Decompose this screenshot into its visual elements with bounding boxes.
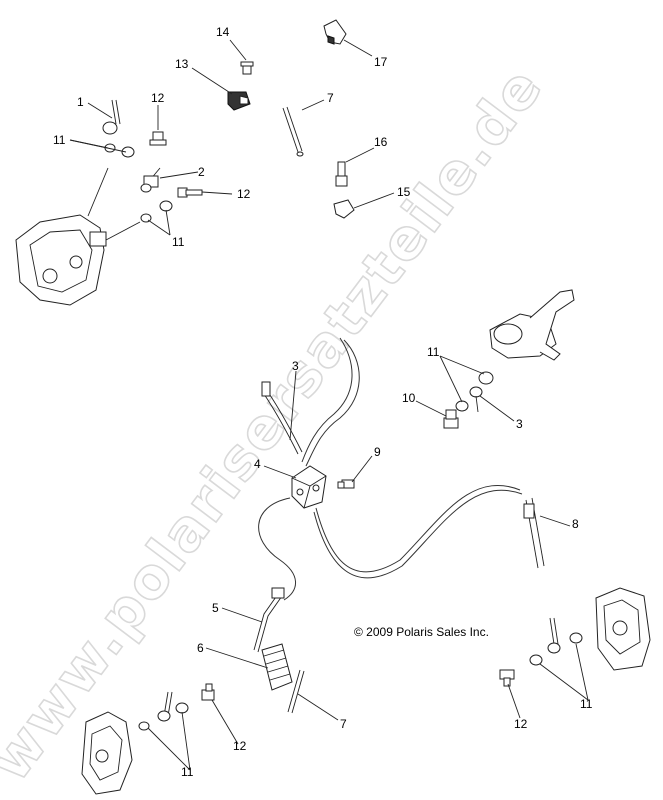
- fitting-5: [253, 587, 285, 653]
- bolt-12-a: [149, 131, 167, 146]
- distribution-block-4: [291, 465, 327, 509]
- bolt-10: [443, 409, 459, 429]
- brake-hose-upper: [305, 339, 360, 467]
- pin-7-top: [282, 106, 304, 157]
- banjo-fitting-2: [140, 167, 161, 193]
- brake-line-5: [258, 497, 296, 601]
- rear-left-caliper: [81, 711, 133, 795]
- washer-11-h: [175, 702, 189, 714]
- callout-3: 3: [292, 359, 299, 373]
- clip-15: [333, 199, 355, 219]
- callout-1: 1: [77, 95, 84, 109]
- bolt-12-b: [177, 187, 203, 198]
- callout-13: 13: [175, 57, 189, 71]
- callout-11: 11: [427, 345, 440, 359]
- callout-17: 17: [374, 55, 388, 69]
- callout-labels: 1 12 11 2 12 11 14 13 17 7 16 15 11 10 3…: [53, 25, 593, 779]
- banjo-fitting-3-right: [469, 386, 483, 398]
- callout-5: 5: [212, 601, 219, 615]
- callout-11: 11: [181, 765, 194, 779]
- callout-8: 8: [572, 517, 579, 531]
- callout-11: 11: [580, 697, 593, 711]
- brake-line-3: [261, 381, 303, 455]
- rear-right-caliper: [595, 587, 651, 671]
- bolt-12-d: [499, 669, 515, 687]
- bolt-9: [337, 479, 355, 489]
- callout-15: 15: [397, 185, 411, 199]
- callout-3: 3: [516, 417, 523, 431]
- callout-11: 11: [172, 235, 185, 249]
- callout-10: 10: [402, 391, 416, 405]
- brake-line-long: [315, 484, 521, 573]
- callout-12: 12: [514, 717, 528, 731]
- spring-6: [261, 643, 293, 691]
- callout-12: 12: [237, 187, 251, 201]
- master-cylinder: [489, 289, 575, 361]
- callout-11: 11: [53, 133, 66, 147]
- callout-7: 7: [327, 91, 334, 105]
- banjo-fitting-bottom-left: [157, 691, 173, 722]
- callout-9: 9: [374, 445, 381, 459]
- washer-11-b: [121, 146, 135, 158]
- callout-12: 12: [233, 739, 247, 753]
- copyright-notice: © 2009 Polaris Sales Inc.: [354, 625, 489, 639]
- clip-17: [323, 19, 347, 45]
- washer-11-f: [455, 400, 469, 412]
- washer-11-a: [104, 143, 116, 153]
- banjo-fitting-1: [102, 99, 121, 135]
- screw-16: [335, 161, 348, 187]
- clamp-13: [227, 91, 251, 111]
- callout-6: 6: [197, 641, 204, 655]
- washer-11-d: [159, 200, 173, 212]
- pin-7-bottom: [287, 669, 305, 714]
- bolt-12-c: [201, 683, 215, 701]
- callout-4: 4: [254, 457, 261, 471]
- caliper-leader: [105, 221, 141, 241]
- washer-11-i: [529, 654, 543, 666]
- washer-11-j: [569, 632, 583, 644]
- callout-2: 2: [198, 165, 205, 179]
- callout-12: 12: [151, 91, 165, 105]
- front-left-caliper: [15, 214, 107, 306]
- callout-7: 7: [340, 717, 347, 731]
- screw-14: [240, 61, 254, 75]
- banjo-fitting-bottom-right: [547, 617, 561, 654]
- washer-11-g: [138, 721, 150, 731]
- leader-lines: [69, 39, 589, 771]
- callout-16: 16: [374, 135, 388, 149]
- washer-11-e: [478, 371, 494, 385]
- hose-8: [523, 497, 545, 569]
- callout-14: 14: [216, 25, 230, 39]
